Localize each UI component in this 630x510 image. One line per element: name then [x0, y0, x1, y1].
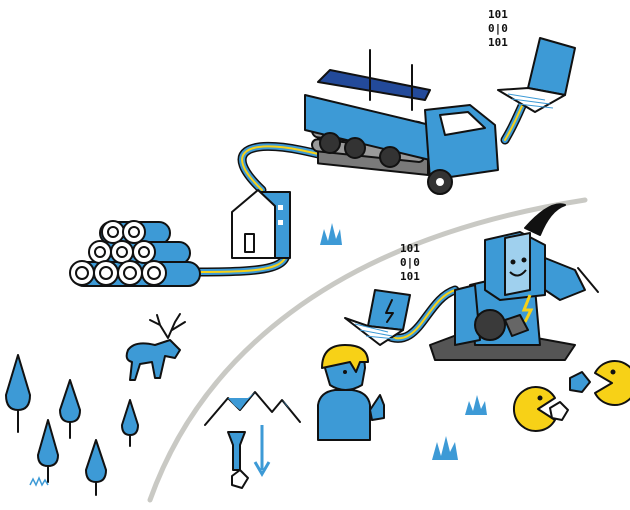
logging-truck-icon	[304, 49, 499, 195]
dividing-path	[147, 197, 588, 503]
cable-laptop-to-robot-icon	[380, 285, 460, 343]
pacman-icon-2	[594, 360, 630, 406]
grass-icon-trees	[29, 476, 49, 487]
binary-mid-line-1: 101	[400, 242, 420, 255]
ore-rock-icon-1	[569, 371, 591, 393]
binary-top-line-1: 101	[488, 8, 508, 21]
mining-robot-icon	[429, 203, 599, 361]
mountain-icon	[204, 391, 301, 489]
grass-icon-3	[432, 436, 458, 460]
binary-mid: 101 0|0 101	[400, 242, 420, 283]
grass-icon-2	[465, 395, 487, 415]
binary-mid-line-2: 0|0	[400, 256, 420, 269]
pacman-icon-1	[512, 386, 556, 432]
tree-icon-1	[5, 354, 31, 433]
binary-top: 101 0|0 101	[488, 8, 508, 49]
binary-top-line-3: 101	[488, 36, 508, 49]
binary-mid-line-3: 101	[400, 270, 420, 283]
laptop-icon-top	[497, 37, 576, 113]
house-icon	[231, 189, 291, 259]
elk-icon	[125, 313, 186, 381]
ore-rock-icon-2	[549, 401, 569, 421]
tree-icon-2	[59, 379, 81, 439]
tree-icon-5	[85, 439, 107, 496]
log-pile-icon	[69, 220, 201, 287]
tree-icon-3	[121, 399, 139, 447]
binary-top-line-2: 0|0	[488, 22, 508, 35]
laptop-icon-mid	[344, 289, 411, 346]
grass-icon-1	[320, 223, 342, 245]
tree-icon-4	[37, 419, 59, 483]
worker-thumbs-up-icon	[317, 344, 385, 441]
pickaxe-icon	[524, 203, 566, 236]
